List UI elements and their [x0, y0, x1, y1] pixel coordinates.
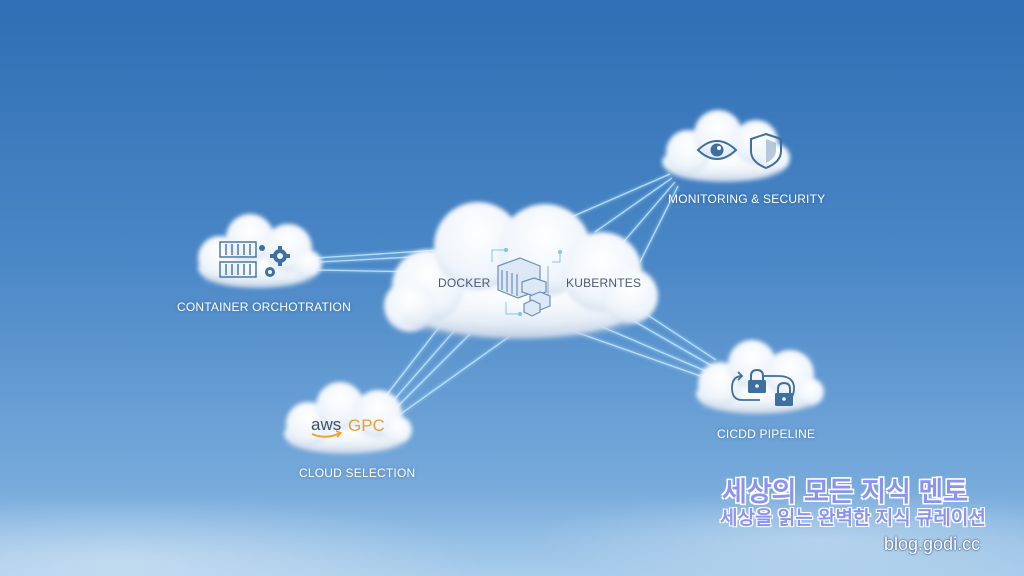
- circuit-lines: [491, 247, 563, 317]
- connector-line: [384, 329, 456, 411]
- connector-line: [394, 335, 511, 419]
- cloud-selection-label: CLOUD SELECTION: [299, 466, 416, 480]
- cicd-pipeline-label: CICDD PIPELINE: [717, 427, 816, 441]
- connector-line: [569, 329, 707, 379]
- connector-line: [599, 325, 709, 373]
- connector-line: [639, 185, 679, 263]
- center-cloud: [384, 202, 658, 340]
- connector-line: [619, 181, 676, 247]
- shield-icon: [750, 132, 782, 170]
- container-orchestration-cloud: [198, 214, 322, 288]
- aws-logo-text: aws: [311, 415, 341, 434]
- connector-line: [594, 177, 673, 233]
- cloud-selection-cloud: aws GPC: [284, 382, 412, 454]
- container-orchestration-label: CONTAINER ORCHOTRATION: [177, 300, 351, 314]
- monitoring-security-cloud: [662, 110, 790, 182]
- connector-line: [639, 309, 717, 361]
- lock-icon: [775, 381, 793, 406]
- connector-line: [559, 173, 671, 223]
- server-rack-icon: [497, 257, 551, 317]
- watermark-subtitle: 세상을 읽는 완벽한 지식 큐레이션: [720, 508, 986, 529]
- cicd-pipeline-cloud: [696, 340, 824, 414]
- docker-label: DOCKER: [438, 276, 491, 290]
- connector-lines: [315, 173, 717, 419]
- connector-line: [389, 333, 471, 415]
- gear-icon: [259, 245, 290, 277]
- eye-icon: [696, 140, 738, 160]
- aws-logo: [311, 432, 341, 438]
- watermark-url: blog.godi.cc: [884, 534, 981, 554]
- connector-line: [624, 315, 713, 367]
- lock-icon: [748, 368, 766, 393]
- aws-arrow: [335, 430, 343, 438]
- gpc-logo-text: GPC: [348, 416, 385, 435]
- kubernetes-label: KUBERNTES: [566, 276, 642, 290]
- container-icon: [219, 241, 257, 278]
- monitoring-security-label: MONITORING & SECURITY: [668, 192, 826, 206]
- watermark-title: 세상의 모든 지식 멘토: [722, 477, 969, 507]
